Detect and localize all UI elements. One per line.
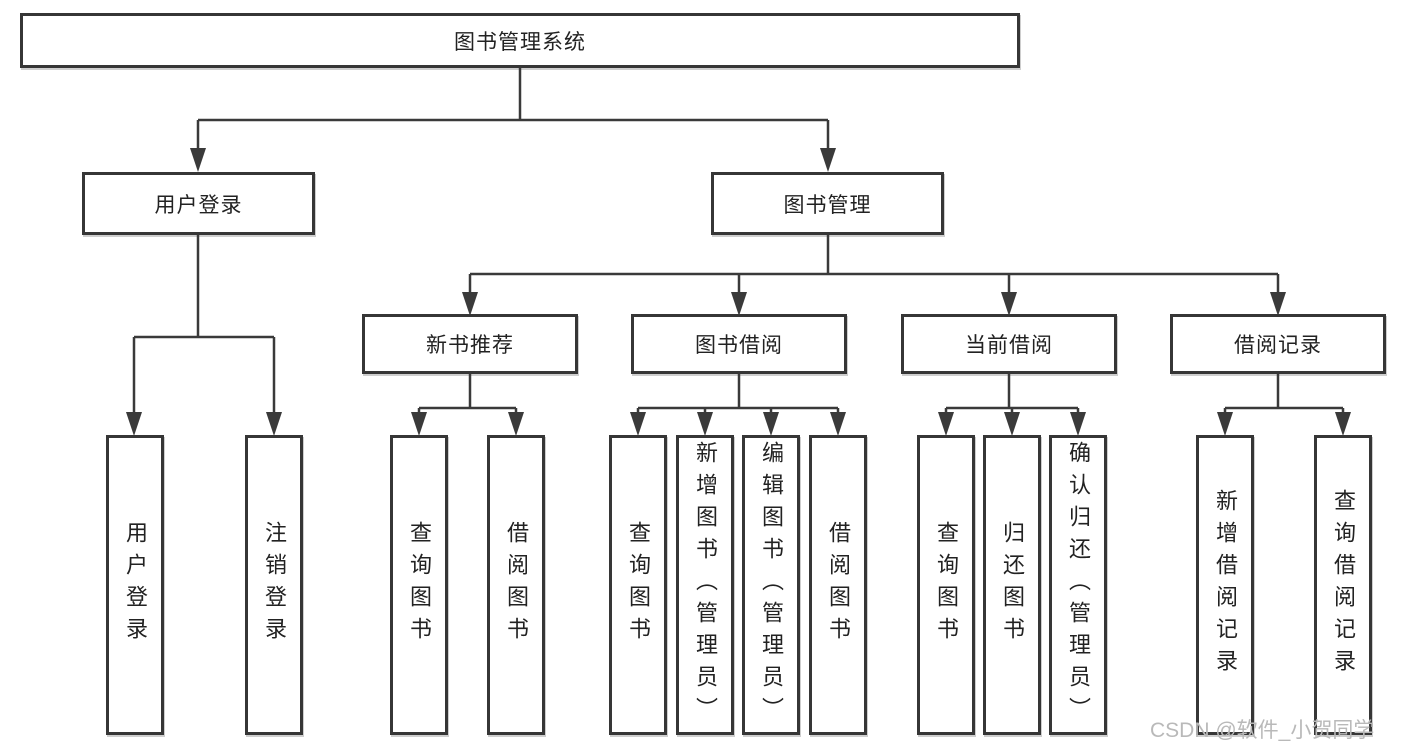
leaf-borrow-books-borrow: 借阅图书 [809, 435, 867, 735]
leaf-query-books-recommend: 查询图书 [390, 435, 448, 735]
leaf-logout: 注销登录 [245, 435, 303, 735]
csdn-watermark: CSDN @软件_小贺同学 [1150, 719, 1375, 742]
leaf-user-login: 用户登录 [106, 435, 164, 735]
branch-borrow-records: 借阅记录 [1170, 314, 1386, 374]
branch-current-borrow: 当前借阅 [901, 314, 1117, 374]
leaf-query-borrow-record: 查询借阅记录 [1314, 435, 1372, 735]
tree-edges [132, 68, 1345, 414]
leaf-return-book: 归还图书 [983, 435, 1041, 735]
leaf-add-book-admin: 新增图书（管理员） [676, 435, 734, 735]
arrowheads [126, 148, 1351, 436]
branch-book-borrow: 图书借阅 [631, 314, 847, 374]
leaf-add-borrow-record: 新增借阅记录 [1196, 435, 1254, 735]
root-system-box: 图书管理系统 [20, 13, 1020, 68]
branch-book-management: 图书管理 [711, 172, 944, 235]
leaf-confirm-return-admin: 确认归还（管理员） [1049, 435, 1107, 735]
leaf-query-books-current: 查询图书 [917, 435, 975, 735]
leaf-query-books-borrow: 查询图书 [609, 435, 667, 735]
leaf-edit-book-admin: 编辑图书（管理员） [742, 435, 800, 735]
branch-new-book-recommend: 新书推荐 [362, 314, 578, 374]
branch-user-login: 用户登录 [82, 172, 315, 235]
leaf-borrow-books-recommend: 借阅图书 [487, 435, 545, 735]
